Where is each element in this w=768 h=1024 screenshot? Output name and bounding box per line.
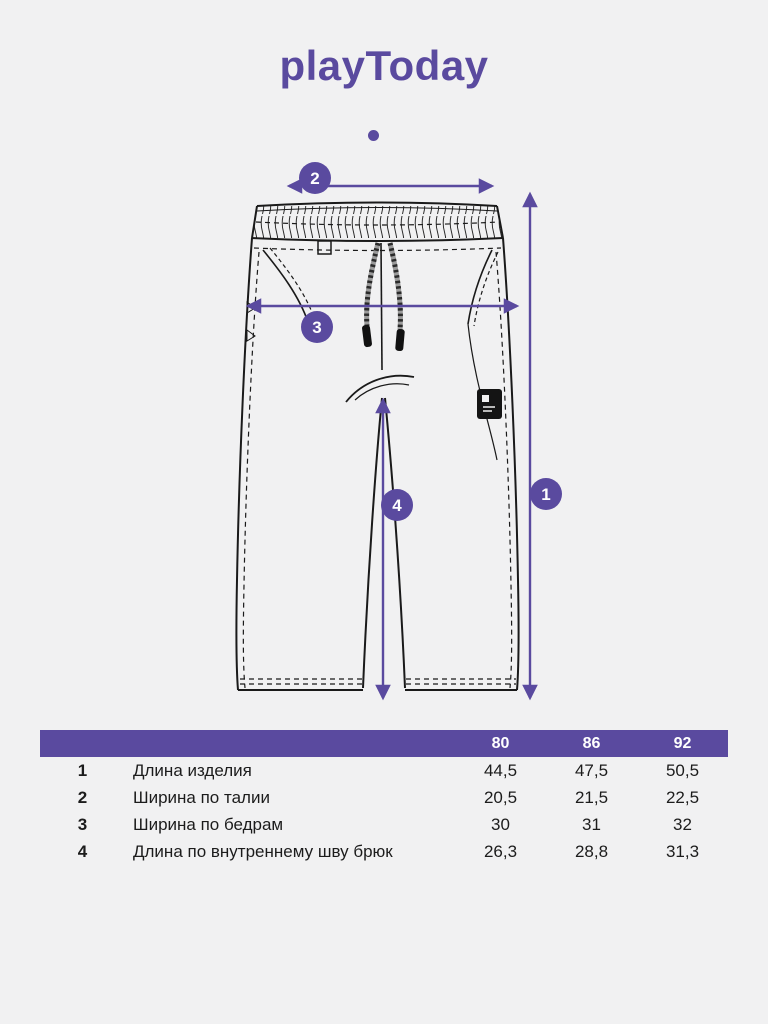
row-number: 2	[77, 787, 88, 807]
row-value: 26,3	[483, 841, 518, 861]
row-value: 31,3	[665, 841, 700, 861]
row-value: 20,5	[483, 787, 518, 807]
row-value: 28,8	[574, 841, 609, 861]
crotch-curve	[345, 374, 415, 403]
row-label: Ширина по бедрам	[133, 814, 284, 834]
row-value: 32	[673, 814, 692, 834]
row-label: Ширина по талии	[133, 787, 270, 807]
table-row-length: 1 Длина изделия 44,5 47,5 50,5	[40, 757, 728, 784]
callout-4: 4	[381, 489, 413, 521]
brand-logo: playToday	[0, 42, 768, 141]
row-value: 47,5	[574, 760, 609, 780]
callout-1: 1	[530, 478, 562, 510]
drawstring-aglet-right	[395, 328, 405, 352]
size-column-header-86: 86	[546, 730, 637, 757]
belt-loop	[317, 240, 332, 255]
table-row-inseam-length: 4 Длина по внутреннему шву брюк 26,3 28,…	[40, 838, 728, 865]
callout-3-number: 3	[312, 318, 321, 337]
pants-technical-drawing: 2 3 1 4	[235, 162, 562, 701]
row-label: Длина изделия	[133, 760, 252, 780]
pants-diagram: 2 3 1 4	[235, 162, 562, 701]
row-value: 21,5	[574, 787, 609, 807]
brand-logo-text: playToday	[279, 42, 489, 89]
right-pocket-opening	[467, 249, 493, 325]
row-value: 30	[491, 814, 510, 834]
row-number: 1	[77, 760, 88, 780]
brand-logo-dot	[368, 130, 379, 141]
callout-4-number: 4	[392, 496, 402, 515]
callout-2-number: 2	[310, 169, 319, 188]
waistband	[251, 201, 504, 255]
table-row-waist-width: 2 Ширина по талии 20,5 21,5 22,5	[40, 784, 728, 811]
size-table: 80 86 92 1 Длина изделия 44,5 47,5 50,5 …	[40, 730, 728, 865]
row-value: 31	[582, 814, 601, 834]
callout-3: 3	[301, 311, 333, 343]
row-value: 50,5	[665, 760, 700, 780]
measure-callouts: 2 3 1 4	[299, 162, 562, 521]
row-value: 44,5	[483, 760, 518, 780]
drawstring-aglet-left	[362, 324, 372, 348]
right-inseam	[384, 397, 406, 689]
left-inseam	[362, 397, 383, 689]
size-column-header-80: 80	[455, 730, 546, 757]
size-table-header-row: 80 86 92	[40, 730, 728, 757]
brand-label-patch	[477, 389, 502, 419]
callout-1-number: 1	[541, 485, 550, 504]
table-row-hip-width: 3 Ширина по бедрам 30 31 32	[40, 811, 728, 838]
row-number: 3	[77, 814, 88, 834]
callout-2: 2	[299, 162, 331, 194]
drawstring	[362, 242, 405, 352]
header-cell-empty-num	[40, 730, 125, 757]
header-cell-empty-label	[125, 730, 455, 757]
row-number: 4	[77, 841, 88, 861]
row-label: Длина по внутреннему шву брюк	[133, 841, 393, 861]
size-column-header-92: 92	[637, 730, 728, 757]
left-bartack-bottom	[246, 329, 256, 342]
left-pocket-opening	[262, 249, 309, 323]
row-value: 22,5	[665, 787, 700, 807]
